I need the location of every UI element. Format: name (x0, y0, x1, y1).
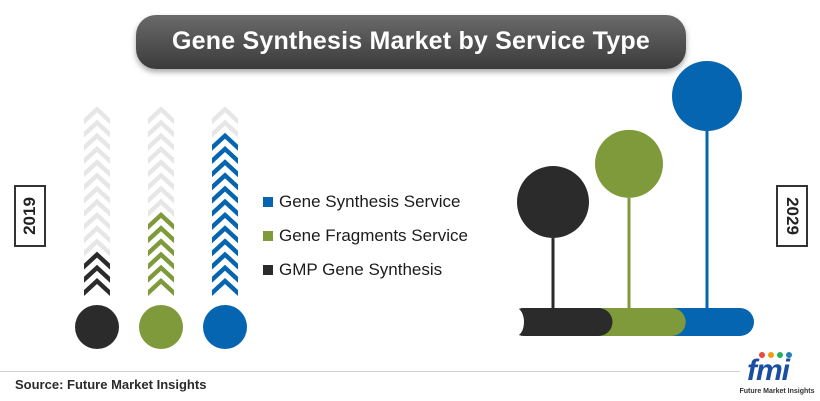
chevron-filled (148, 251, 174, 270)
legend-item-gmp-gene-synthesis: GMP Gene Synthesis (263, 259, 468, 281)
fmi-logo: fmi Future Market Insights (735, 352, 817, 398)
chevron-filled (148, 225, 174, 244)
chevron-empty (212, 119, 238, 138)
chevron-filled (212, 278, 238, 296)
chevron-filled (212, 251, 238, 270)
chevron-filled (84, 264, 110, 283)
chevron-empty (84, 106, 110, 125)
column-base-circle (75, 305, 119, 349)
logo-wordmark: fmi (747, 354, 790, 387)
footer-divider (0, 371, 740, 372)
chevron-empty (84, 172, 110, 191)
chevron-filled (212, 132, 238, 151)
legend-label: Gene Fragments Service (279, 226, 468, 245)
chevron-filled (212, 146, 238, 164)
chevron-filled (148, 278, 174, 296)
chevron-empty (84, 132, 110, 151)
bar-end-cap (508, 308, 524, 336)
lollipop-head (672, 61, 742, 131)
chevron-filled (212, 238, 238, 257)
legend-label: GMP Gene Synthesis (279, 260, 443, 279)
year-label-end-box: 2029 (776, 185, 808, 247)
source-note: Source: Future Market Insights (15, 377, 207, 392)
chevron-empty (148, 119, 174, 138)
logo-dot (786, 352, 792, 358)
chevron-filled (84, 251, 110, 270)
lollipop-bar (510, 308, 613, 336)
chevron-empty (84, 212, 110, 230)
chevron-empty (84, 146, 110, 164)
legend-item-gene-synthesis-service: Gene Synthesis Service (263, 191, 468, 213)
logo-dots (759, 352, 792, 358)
logo-dot (768, 352, 774, 358)
chevron-filled (148, 212, 174, 230)
chevron-empty (84, 225, 110, 244)
chevron-empty (148, 198, 174, 217)
chevron-filled (212, 159, 238, 178)
legend-swatch (263, 197, 273, 207)
legend: Gene Synthesis Service Gene Fragments Se… (263, 191, 468, 293)
chevron-empty (84, 159, 110, 178)
chevron-filled (212, 172, 238, 191)
chevron-empty (148, 146, 174, 164)
column-base-circle (203, 305, 247, 349)
chevron-empty (212, 106, 238, 125)
chevron-empty (84, 198, 110, 217)
chevron-empty (84, 119, 110, 138)
chevron-empty (84, 238, 110, 257)
chevron-empty (148, 132, 174, 151)
chevron-filled (212, 225, 238, 244)
chevron-empty (84, 185, 110, 204)
chevron-empty (148, 172, 174, 191)
title-banner: Gene Synthesis Market by Service Type (136, 15, 686, 69)
legend-item-gene-fragments-service: Gene Fragments Service (263, 225, 468, 247)
logo-dot (777, 352, 783, 358)
chevron-filled (212, 212, 238, 230)
logo-subtext: Future Market Insights (739, 388, 815, 395)
chevron-filled (212, 185, 238, 204)
chevron-filled (212, 198, 238, 217)
column-base-circle (139, 305, 183, 349)
chevron-filled (84, 278, 110, 296)
legend-label: Gene Synthesis Service (279, 192, 461, 211)
chevron-filled (148, 238, 174, 257)
lollipop-head (517, 166, 589, 238)
legend-swatch (263, 265, 273, 275)
chevron-empty (148, 159, 174, 178)
logo-dot (759, 352, 765, 358)
chevron-empty (148, 106, 174, 125)
chevron-empty (148, 185, 174, 204)
year-label-start-box: 2019 (14, 185, 46, 247)
legend-swatch (263, 231, 273, 241)
chevron-filled (212, 264, 238, 283)
lollipop-head (595, 129, 663, 198)
chevron-filled (148, 264, 174, 283)
chart-title: Gene Synthesis Market by Service Type (172, 27, 650, 55)
